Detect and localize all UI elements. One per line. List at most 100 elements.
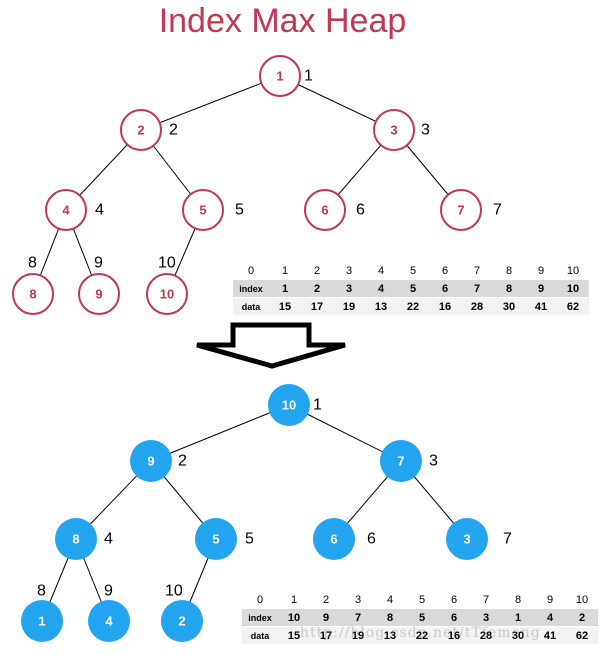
diagram-title: Index Max Heap xyxy=(158,2,407,40)
bottom-table-index-cell: 3 xyxy=(470,608,502,627)
top-tree-node-label: 5 xyxy=(199,203,206,218)
bottom-tree-position-label: 7 xyxy=(503,531,512,548)
top-table-index-cell: 2 xyxy=(301,279,333,298)
bottom-tree-node-label: 2 xyxy=(178,614,185,629)
bottom-table-index-cell: 6 xyxy=(438,608,470,627)
top-tree-position-label: 9 xyxy=(94,255,103,272)
bottom-table-index-cell: 8 xyxy=(374,608,406,627)
bottom-tree-edge xyxy=(150,404,290,462)
top-table-index-cell: 5 xyxy=(397,279,429,298)
top-tree-node-label: 9 xyxy=(95,287,102,302)
bottom-tree-position-label: 8 xyxy=(37,583,46,600)
top-tree-node-circle xyxy=(45,189,87,231)
bottom-table-index-cell: 4 xyxy=(534,608,566,627)
bottom-tree-position-label: 5 xyxy=(245,531,254,548)
top-table-header-cell: 10 xyxy=(566,264,580,277)
bottom-tree-node-label: 4 xyxy=(105,614,113,629)
bottom-tree-position-label: 3 xyxy=(429,453,438,470)
top-tree-node-circle xyxy=(12,273,54,315)
top-tree-node-circle xyxy=(440,189,482,231)
top-table-data-cell: 28 xyxy=(461,297,493,315)
bottom-tree-node-circle xyxy=(161,600,203,642)
top-tree-position-label: 6 xyxy=(356,202,365,219)
bottom-tree-node: 2 10 xyxy=(161,583,203,642)
bottom-table-data-label: data xyxy=(242,626,278,644)
bottom-table-header-cell: 8 xyxy=(514,593,522,606)
top-tree-node-label: 8 xyxy=(29,287,36,302)
top-table-header-cell: 4 xyxy=(377,264,385,277)
bottom-tree-node-label: 1 xyxy=(38,614,45,629)
bottom-table-header-cell: 10 xyxy=(575,593,589,606)
top-table-index-cell: 1 xyxy=(269,279,301,298)
top-table-data-cell: 30 xyxy=(493,297,525,315)
bottom-table-header-cell: 6 xyxy=(450,593,458,606)
top-table-header-cell: 1 xyxy=(281,264,289,277)
top-tree-position-label: 8 xyxy=(28,255,37,272)
bottom-table-index-cell: 9 xyxy=(310,608,342,627)
transform-arrow-icon xyxy=(196,322,346,369)
bottom-table-data-cell: 13 xyxy=(374,626,406,644)
top-tree-edge xyxy=(140,75,281,131)
bottom-tree-position-label: 6 xyxy=(367,531,376,548)
top-table-data-cell: 41 xyxy=(525,297,557,315)
bottom-tree-node: 49 xyxy=(88,583,130,642)
bottom-tree-node-label: 6 xyxy=(330,532,337,547)
bottom-tree-node-circle xyxy=(380,440,422,482)
top-tree-position-label: 1 xyxy=(304,68,313,85)
bottom-table-data-cell: 41 xyxy=(534,626,566,644)
top-tree-node: 99 xyxy=(78,255,120,315)
top-table-header-cell: 3 xyxy=(345,264,353,277)
top-table-index-label: index xyxy=(233,279,269,298)
top-table-index-cell: 7 xyxy=(461,279,493,298)
bottom-tree-position-label: 4 xyxy=(104,531,113,548)
bottom-tree-node: 18 xyxy=(21,583,63,642)
top-tree-position-label: 7 xyxy=(493,202,502,219)
bottom-tree-position-label: 10 xyxy=(165,583,183,600)
bottom-table-data-cell: 19 xyxy=(342,626,374,644)
bottom-tree-node-label: 7 xyxy=(397,454,404,469)
top-table-data-label: data xyxy=(233,297,269,315)
bottom-tree-node-circle xyxy=(55,518,97,560)
bottom-table-header-cell: 9 xyxy=(546,593,554,606)
bottom-table-data-cell: 15 xyxy=(278,626,310,644)
bottom-table-header-cell: 2 xyxy=(322,593,330,606)
top-table-header-cell: 0 xyxy=(247,264,255,277)
bottom-table-data-cell: 28 xyxy=(470,626,502,644)
top-table-header-cell: 5 xyxy=(409,264,417,277)
top-table-header-cell: 7 xyxy=(473,264,481,277)
top-tree-node-circle xyxy=(304,189,346,231)
top-tree-position-label: 3 xyxy=(421,122,430,139)
bottom-tree-node-label: 3 xyxy=(463,532,470,547)
top-table-data-cell: 17 xyxy=(301,297,333,315)
top-table-index-cell: 3 xyxy=(333,279,365,298)
bottom-table-index-cell: 5 xyxy=(406,608,438,627)
top-table-data-cell: 19 xyxy=(333,297,365,315)
bottom-tree-position-label: 9 xyxy=(104,583,113,600)
bottom-tree-node-circle xyxy=(195,518,237,560)
bottom-tree-position-label: 2 xyxy=(178,453,187,470)
top-table-header-cell: 8 xyxy=(505,264,513,277)
bottom-table-index-cell: 10 xyxy=(278,608,310,627)
top-table-data-cell: 16 xyxy=(429,297,461,315)
top-tree-node-label: 6 xyxy=(321,203,328,218)
top-tree-node-label: 4 xyxy=(62,203,70,218)
